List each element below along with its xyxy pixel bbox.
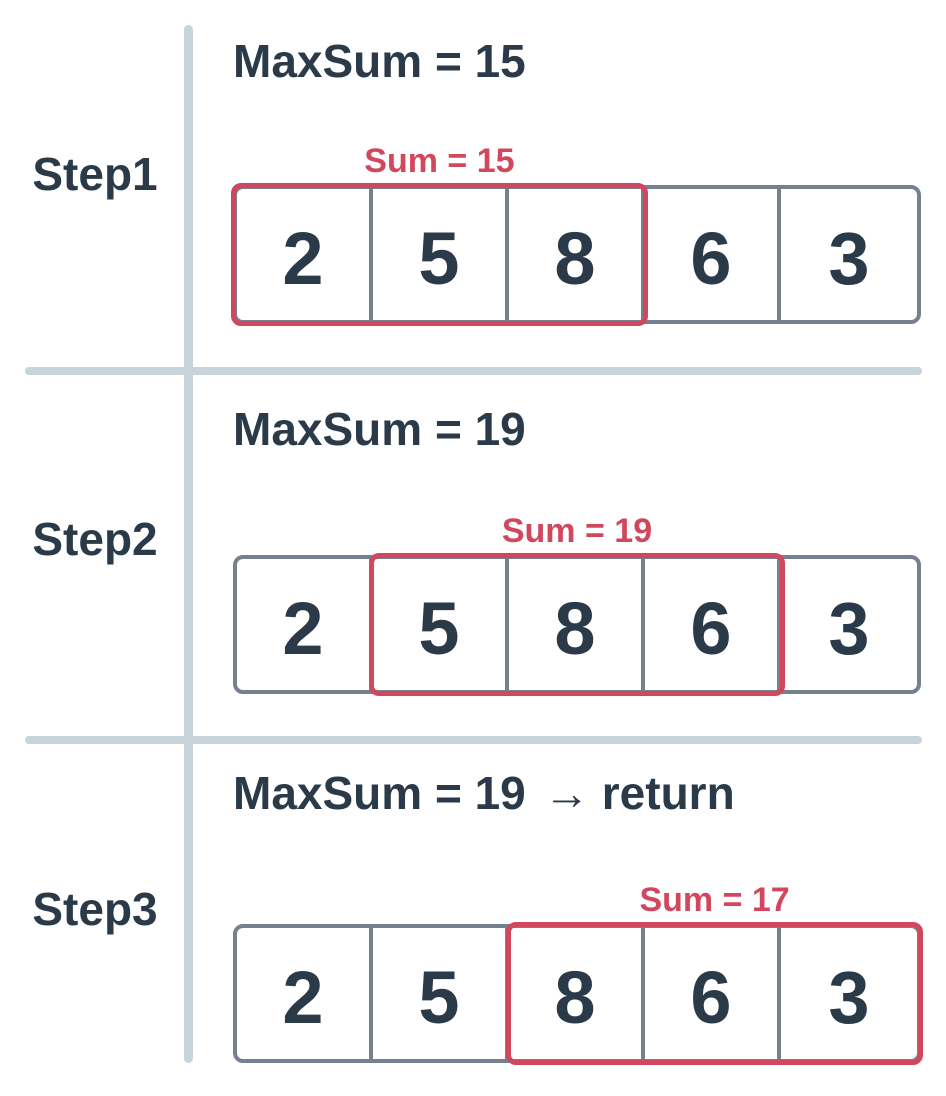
step1-sum-label: Sum = 15: [364, 142, 515, 180]
step1-array-cells: 2 5 8 6 3: [233, 185, 921, 324]
array-cell: 2: [237, 189, 373, 320]
array-cell: 5: [373, 928, 509, 1059]
step3-return-text: return: [601, 767, 735, 819]
step2-label: Step2: [32, 513, 158, 565]
step2-sum-label: Sum = 19: [501, 512, 653, 550]
array-cell: 8: [509, 928, 645, 1059]
step1-maxsum-value: MaxSum = 15: [233, 35, 526, 87]
step3-maxsum-text: MaxSum = 19 →return: [233, 770, 735, 816]
step2-maxsum-value: MaxSum = 19: [233, 403, 526, 455]
array-cell: 6: [645, 189, 781, 320]
array-cell: 8: [509, 559, 645, 690]
horizontal-divider-1: [25, 367, 922, 375]
step2-maxsum-text: MaxSum = 19: [233, 406, 526, 452]
step1-maxsum-text: MaxSum = 15: [233, 38, 526, 84]
step1-label: Step1: [32, 148, 158, 200]
horizontal-divider-2: [25, 736, 922, 744]
step2-array-cells: 2 5 8 6 3: [233, 555, 921, 694]
right-arrow-icon: →: [543, 767, 590, 819]
step3-array: Sum = 17 2 5 8 6 3: [233, 881, 923, 1065]
array-cell: 6: [645, 559, 781, 690]
array-cell: 3: [828, 955, 870, 1039]
array-cell: 5: [373, 559, 509, 690]
step3-label: Step3: [32, 883, 158, 935]
array-cell: 2: [237, 559, 373, 690]
step3-sum-label: Sum = 17: [639, 881, 790, 919]
array-cell: 3: [828, 586, 870, 670]
array-cell: 5: [373, 189, 509, 320]
array-cell: 2: [237, 928, 373, 1059]
step3-array-cells: 2 5 8 6 3: [233, 924, 921, 1063]
step2-array: Sum = 19 2 5 8 6 3: [233, 512, 921, 696]
array-cell: 8: [509, 189, 645, 320]
step3-maxsum-value: MaxSum = 19: [233, 767, 526, 819]
vertical-divider: [184, 25, 193, 1063]
array-cell: 3: [828, 216, 870, 300]
array-cell: 6: [645, 928, 781, 1059]
step1-array: Sum = 15 2 5 8 6 3: [231, 142, 921, 326]
